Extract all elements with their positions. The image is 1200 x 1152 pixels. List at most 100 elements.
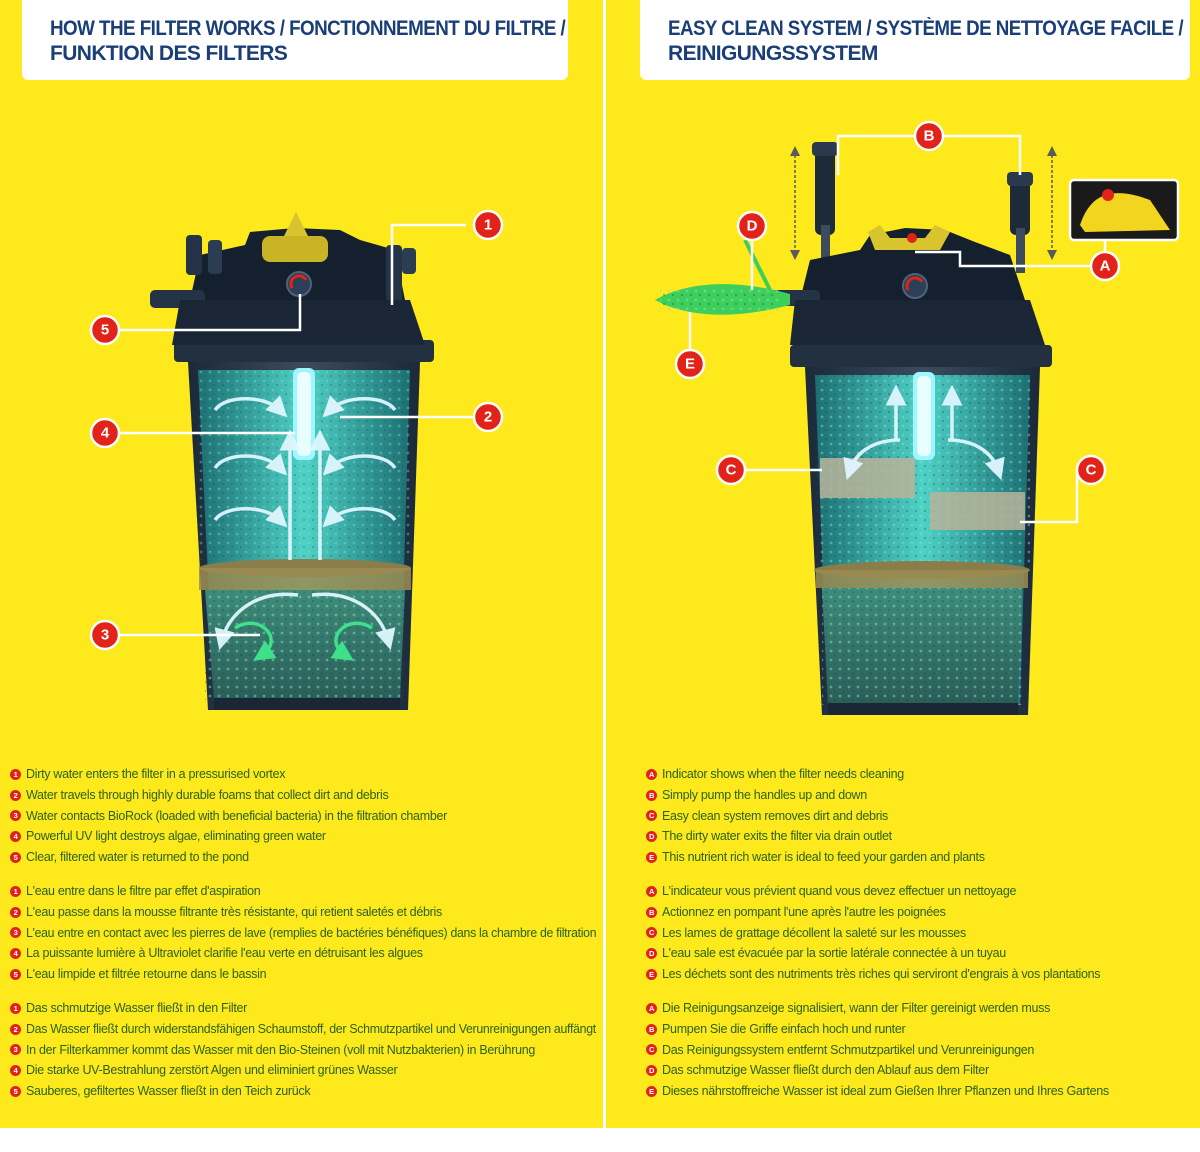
- legend-marker-icon: A: [646, 1002, 657, 1014]
- legend-item: D The dirty water exits the filter via dr…: [646, 826, 1196, 847]
- badge-label: B: [924, 128, 935, 145]
- left-callout-badges: 1 2 3 4 5: [89, 209, 504, 651]
- legend-marker-icon: 2: [10, 789, 21, 801]
- right-panel-title: EASY CLEAN SYSTEM / SYSTÈME DE NETTOYAGE…: [640, 0, 1190, 80]
- legend-text: Water contacts BioRock (loaded with bene…: [26, 808, 447, 823]
- right-title-line-1: EASY CLEAN SYSTEM / SYSTÈME DE NETTOYAGE…: [668, 17, 1184, 40]
- legend-marker-icon: A: [646, 768, 657, 780]
- right-callout-badges: A B C C D E: [674, 120, 1121, 486]
- callout-badge-icon: E: [674, 348, 706, 380]
- legend-marker-icon: 4: [10, 1065, 21, 1077]
- badge-label: 5: [101, 322, 109, 339]
- legend-text: L'eau entre dans le filtre par effet d'a…: [26, 883, 261, 898]
- legend-text: Simply pump the handles up and down: [662, 787, 867, 802]
- legend-item: 3 Water contacts BioRock (loaded with ben…: [10, 806, 600, 827]
- legend-text: Das Wasser fließt durch widerstandsfähig…: [26, 1021, 596, 1036]
- legend-text: L'eau entre en contact avec les pierres …: [26, 925, 597, 940]
- callout-badge-icon: 1: [472, 209, 504, 241]
- legend-marker-icon: D: [646, 1065, 657, 1077]
- callout-badge-icon: 2: [472, 401, 504, 433]
- indicator-icon: [907, 233, 917, 243]
- badge-label: 4: [101, 425, 110, 442]
- legend-marker-icon: C: [646, 810, 657, 822]
- legend-item: 5 Sauberes, gefiltertes Wasser fließt in …: [10, 1081, 600, 1102]
- legend-item: 4 Die starke UV-Bestrahlung zerstört Alge…: [10, 1060, 600, 1081]
- legend-text: Das schmutzige Wasser fließt in den Filt…: [26, 1000, 248, 1015]
- flow-arrow-icon: [213, 395, 397, 651]
- legend-marker-icon: 1: [10, 768, 21, 780]
- left-panel-title: HOW THE FILTER WORKS / FONCTIONNEMENT DU…: [22, 0, 568, 80]
- callout-badge-icon: 5: [89, 314, 121, 346]
- legend-marker-icon: 3: [10, 810, 21, 822]
- right-title-line-2: REINIGUNGSSYSTEM: [668, 42, 878, 65]
- legend-marker-icon: 2: [10, 1023, 21, 1035]
- legend-text: Dirty water enters the filter in a press…: [26, 767, 286, 781]
- legend-text: Die starke UV-Bestrahlung zerstört Algen…: [26, 1063, 398, 1078]
- left-legend: 1 Dirty water enters the filter in a pres…: [10, 764, 600, 1102]
- callout-badge-icon: D: [736, 210, 768, 242]
- legend-text: Les déchets sont des nutriments très ric…: [662, 967, 1101, 982]
- callout-badge-icon: 3: [89, 619, 121, 651]
- legend-marker-icon: B: [646, 906, 657, 918]
- legend-marker-icon: 3: [10, 927, 21, 939]
- legend-marker-icon: E: [646, 852, 657, 864]
- callout-badge-icon: 4: [89, 417, 121, 449]
- legend-marker-icon: D: [646, 948, 657, 960]
- legend-text: The dirty water exits the filter via dra…: [662, 829, 892, 844]
- legend-marker-icon: D: [646, 831, 657, 843]
- legend-marker-icon: 1: [10, 1002, 21, 1014]
- legend-item: 3 L'eau entre en contact avec les pierres…: [10, 923, 600, 944]
- legend-text: Pumpen Sie die Griffe einfach hoch und r…: [662, 1021, 906, 1036]
- legend-marker-icon: C: [646, 1044, 657, 1056]
- legend-item: C Easy clean system removes dirt and debr…: [646, 806, 1196, 827]
- legend-group-de: 1 Das schmutzige Wasser fließt in den Fil…: [10, 998, 600, 1102]
- badge-label: 3: [101, 627, 109, 644]
- legend-text: L'indicateur vous prévient quand vous de…: [662, 883, 1017, 898]
- legend-marker-icon: E: [646, 1086, 657, 1098]
- badge-label: A: [1100, 258, 1111, 275]
- legend-text: Sauberes, gefiltertes Wasser fließt in d…: [26, 1084, 311, 1099]
- legend-item: C Das Reinigungssystem entfernt Schmutzpa…: [646, 1040, 1196, 1061]
- left-title-line-1: HOW THE FILTER WORKS / FONCTIONNEMENT DU…: [50, 17, 566, 40]
- legend-text: Das schmutzige Wasser fließt durch den A…: [662, 1063, 989, 1078]
- legend-item: B Pumpen Sie die Griffe einfach hoch und …: [646, 1019, 1196, 1040]
- legend-item: 2 Das Wasser fließt durch widerstandsfähi…: [10, 1019, 600, 1040]
- legend-text: Powerful UV light destroys algae, elimin…: [26, 829, 326, 844]
- legend-marker-icon: E: [646, 969, 657, 981]
- legend-item: 1 Das schmutzige Wasser fließt in den Fil…: [10, 998, 600, 1019]
- right-filter-illustration: A B C C D E: [655, 120, 1180, 715]
- badge-label: C: [726, 462, 737, 479]
- callout-badge-icon: C: [1075, 454, 1107, 486]
- legend-marker-icon: 5: [10, 1086, 21, 1098]
- legend-text: In der Filterkammer kommt das Wasser mit…: [26, 1042, 536, 1057]
- callout-badge-icon: A: [1089, 250, 1121, 282]
- legend-text: L'eau passe dans la mousse filtrante trè…: [26, 904, 442, 919]
- legend-marker-icon: 4: [10, 948, 21, 960]
- legend-text: Clear, filtered water is returned to the…: [26, 850, 249, 865]
- left-title-line-2: FUNKTION DES FILTERS: [50, 42, 288, 65]
- panel-divider: [603, 0, 606, 1128]
- legend-item: 1 Dirty water enters the filter in a pres…: [10, 764, 600, 785]
- legend-item: E Les déchets sont des nutriments très ri…: [646, 964, 1196, 985]
- legend-text: Water travels through highly durable foa…: [26, 787, 389, 802]
- legend-text: Das Reinigungssystem entfernt Schmutzpar…: [662, 1042, 1035, 1057]
- legend-text: Easy clean system removes dirt and debri…: [662, 808, 888, 823]
- legend-marker-icon: B: [646, 1023, 657, 1035]
- badge-label: 1: [484, 217, 492, 234]
